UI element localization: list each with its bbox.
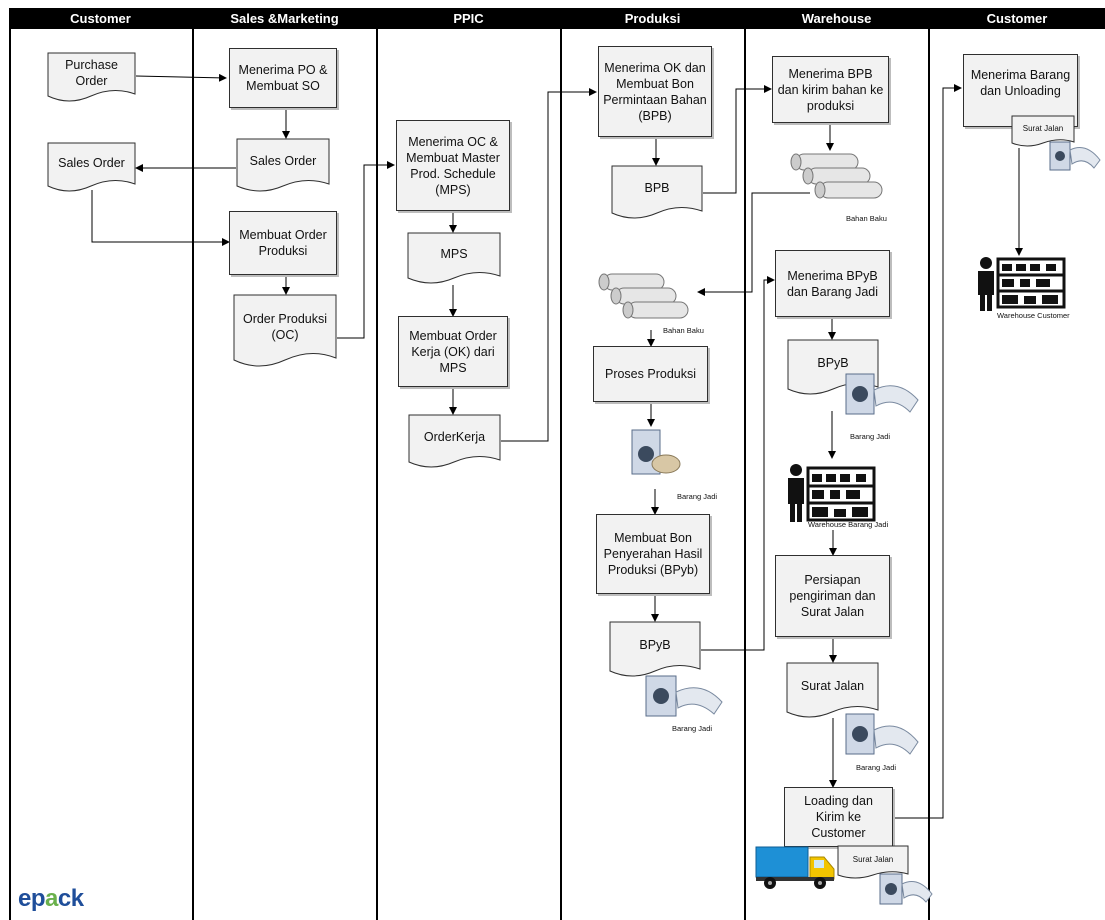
lane-divider [928,29,930,920]
lane-header-produksi: Produksi [624,11,681,26]
lane-divider [560,29,562,920]
proses-produksi-process: Proses Produksi [593,346,708,402]
lane-header-sales-marketing: Sales &Marketing [230,11,339,26]
edge-orderkerja-to-produksi [501,88,597,442]
menerima-bpb-kirim-process: Menerima BPB dan kirim bahan ke produksi [772,56,889,123]
surat-jalan-document: Surat Jalan [786,662,879,720]
persiapan-pengiriman-process: Persiapan pengiriman dan Surat Jalan [775,555,890,637]
barang-jadi-caption: Barang Jadi [677,492,718,501]
membuat-bon-penyerahan-process: Membuat Bon Penyerahan Hasil Produksi (B… [596,514,710,594]
edge-bpb-to-warehouse [703,85,772,194]
bahan-baku-rolls-icon [598,273,689,319]
membuat-order-produksi-process: Membuat Order Produksi [229,211,337,275]
lane-header-warehouse: Warehouse [801,11,872,26]
surat-jalan-truck-document: Surat Jalan [837,845,909,881]
purchase-order-document: Purchase Order [47,52,136,104]
lane-header-bar [9,8,1105,29]
edge-loading-to-customer [893,84,962,819]
loading-kirim-process: Loading dan Kirim ke Customer [784,787,893,847]
warehouse-worker-shelf-icon [788,464,876,522]
warehouse-customer-caption: Warehouse Customer [997,311,1070,320]
barang-jadi-caption: Barang Jadi [850,432,891,441]
menerima-po-process: Menerima PO & Membuat SO [229,48,337,108]
surat-jalan-customer-document: Surat Jalan [1011,115,1075,149]
barang-jadi-caption: Barang Jadi [672,724,713,733]
lane-divider [9,29,11,920]
lane-header-customer-end: Customer [986,11,1048,26]
lane-divider [376,29,378,920]
barang-jadi-package-icon [845,373,919,415]
bpyb-produksi-document: BPyB [609,621,701,679]
bahan-baku-caption: Bahan Baku [846,214,887,223]
lane-header-customer: Customer [70,11,131,26]
edge-customer-to-order-produksi [91,190,230,246]
sales-order-customer-document: Sales Order [47,142,136,194]
barang-jadi-package-icon [1049,141,1101,171]
warehouse-barang-jadi-caption: Warehouse Barang Jadi [808,520,889,529]
epack-logo: epack [18,885,84,912]
barang-jadi-caption: Barang Jadi [856,763,897,772]
menerima-ok-process: Menerima OK dan Membuat Bon Permintaan B… [598,46,712,137]
edge-po-to-menerima-po [135,73,227,82]
lane-divider [744,29,746,920]
membuat-order-kerja-process: Membuat Order Kerja (OK) dari MPS [398,316,508,387]
barang-jadi-package-icon [631,429,681,475]
bpb-document: BPB [611,165,703,221]
barang-jadi-package-icon [845,713,919,755]
sales-order-document: Sales Order [236,138,330,194]
menerima-bpyb-process: Menerima BPyB dan Barang Jadi [775,250,890,317]
order-produksi-oc-document: Order Produksi (OC) [233,294,337,370]
edge-bahan-to-produksi [697,192,810,296]
bahan-baku-caption: Bahan Baku [663,326,704,335]
lane-divider [192,29,194,920]
orderkerja-document: OrderKerja [408,414,501,470]
delivery-truck-icon [755,846,835,889]
barang-jadi-package-icon [645,675,723,717]
warehouse-worker-shelf-icon [978,257,1066,311]
mps-document: MPS [407,232,501,286]
bahan-baku-rolls-icon [790,153,883,199]
edge-oc-to-ppic [337,161,395,339]
edge-bpyb-to-warehouse [701,276,775,651]
barang-jadi-package-icon [879,873,933,905]
menerima-oc-process: Menerima OC & Membuat Master Prod. Sched… [396,120,510,211]
lane-header-ppic: PPIC [453,11,484,26]
